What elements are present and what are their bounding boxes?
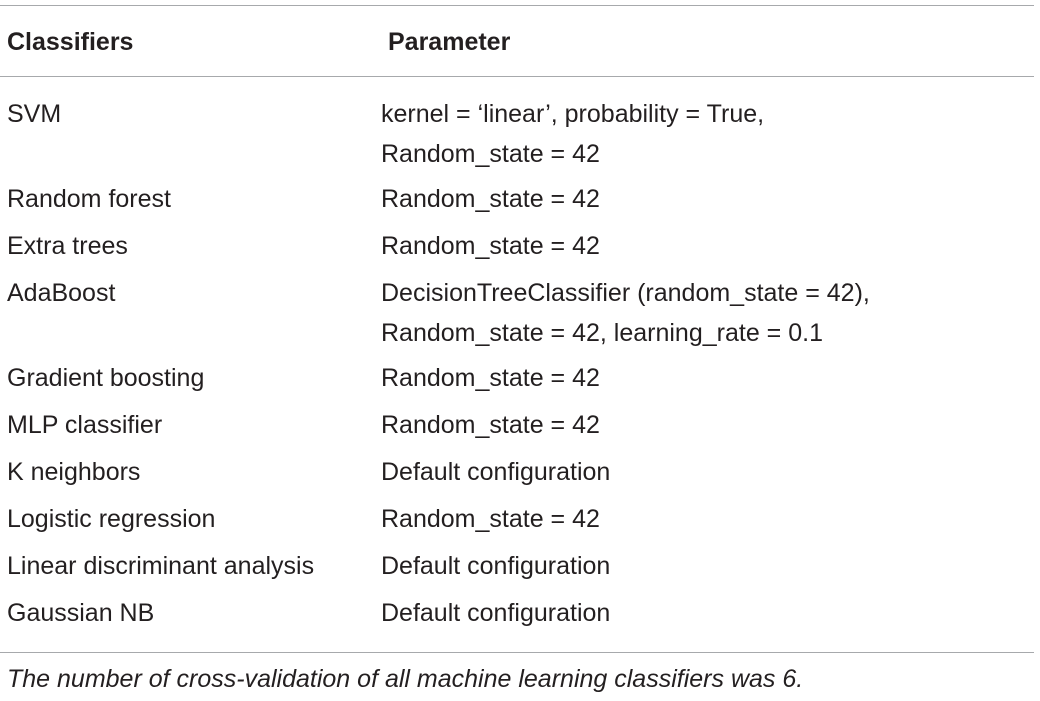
parameter-cell: DecisionTreeClassifier (random_state = 4… [381, 273, 1034, 353]
table-body: SVM kernel = ‘linear’, probability = True… [0, 94, 1034, 640]
parameter-cell: kernel = ‘linear’, probability = True, Ra… [381, 94, 1034, 174]
table-row: Linear discriminant analysis Default conf… [0, 546, 1034, 586]
classifier-cell: Gaussian NB [7, 599, 155, 627]
parameter-line: Random_state = 42, learning_rate = 0.1 [381, 319, 823, 347]
parameter-line: Random_state = 42 [381, 140, 600, 168]
parameter-line: Default configuration [381, 599, 611, 627]
parameter-cell: Default configuration [381, 452, 1034, 492]
table-row: Gaussian NB Default configuration [0, 593, 1034, 633]
classifier-cell: K neighbors [7, 458, 141, 486]
table-header-rule [0, 76, 1034, 77]
parameter-cell: Random_state = 42 [381, 179, 1034, 219]
classifier-cell: Random forest [7, 185, 171, 213]
classifier-cell: Linear discriminant analysis [7, 552, 315, 580]
classifier-cell: Logistic regression [7, 505, 216, 533]
table-row: SVM kernel = ‘linear’, probability = True… [0, 94, 1034, 174]
table-row: K neighbors Default configuration [0, 452, 1034, 492]
parameter-line: Random_state = 42 [381, 364, 600, 392]
classifier-cell: Extra trees [7, 232, 128, 260]
parameter-line: Random_state = 42 [381, 411, 600, 439]
parameter-cell: Default configuration [381, 546, 1034, 586]
parameter-cell: Random_state = 42 [381, 405, 1034, 445]
parameter-line: Random_state = 42 [381, 185, 600, 213]
parameter-line: kernel = ‘linear’, probability = True, [381, 100, 765, 128]
table-row: Random forest Random_state = 42 [0, 179, 1034, 219]
table-bottom-rule [0, 652, 1034, 653]
classifier-cell: SVM [7, 100, 62, 128]
table-row: Logistic regression Random_state = 42 [0, 499, 1034, 539]
parameter-cell: Random_state = 42 [381, 358, 1034, 398]
parameter-cell: Default configuration [381, 593, 1034, 633]
parameter-cell: Random_state = 42 [381, 226, 1034, 266]
classifier-cell: MLP classifier [7, 411, 163, 439]
table-top-rule [0, 5, 1034, 6]
parameter-line: DecisionTreeClassifier (random_state = 4… [381, 279, 870, 307]
table-row: MLP classifier Random_state = 42 [0, 405, 1034, 445]
table-row: AdaBoost DecisionTreeClassifier (random_s… [0, 273, 1034, 353]
parameter-line: Default configuration [381, 552, 611, 580]
parameter-cell: Random_state = 42 [381, 499, 1034, 539]
table-footnote: The number of cross-validation of all ma… [7, 665, 804, 693]
classifier-cell: Gradient boosting [7, 364, 205, 392]
parameter-line: Random_state = 42 [381, 232, 600, 260]
table-row: Extra trees Random_state = 42 [0, 226, 1034, 266]
column-header-classifiers: Classifiers [7, 28, 134, 56]
parameter-line: Random_state = 42 [381, 505, 600, 533]
table-row: Gradient boosting Random_state = 42 [0, 358, 1034, 398]
classifier-cell: AdaBoost [7, 279, 116, 307]
parameter-line: Default configuration [381, 458, 611, 486]
column-header-parameter: Parameter [388, 28, 511, 56]
